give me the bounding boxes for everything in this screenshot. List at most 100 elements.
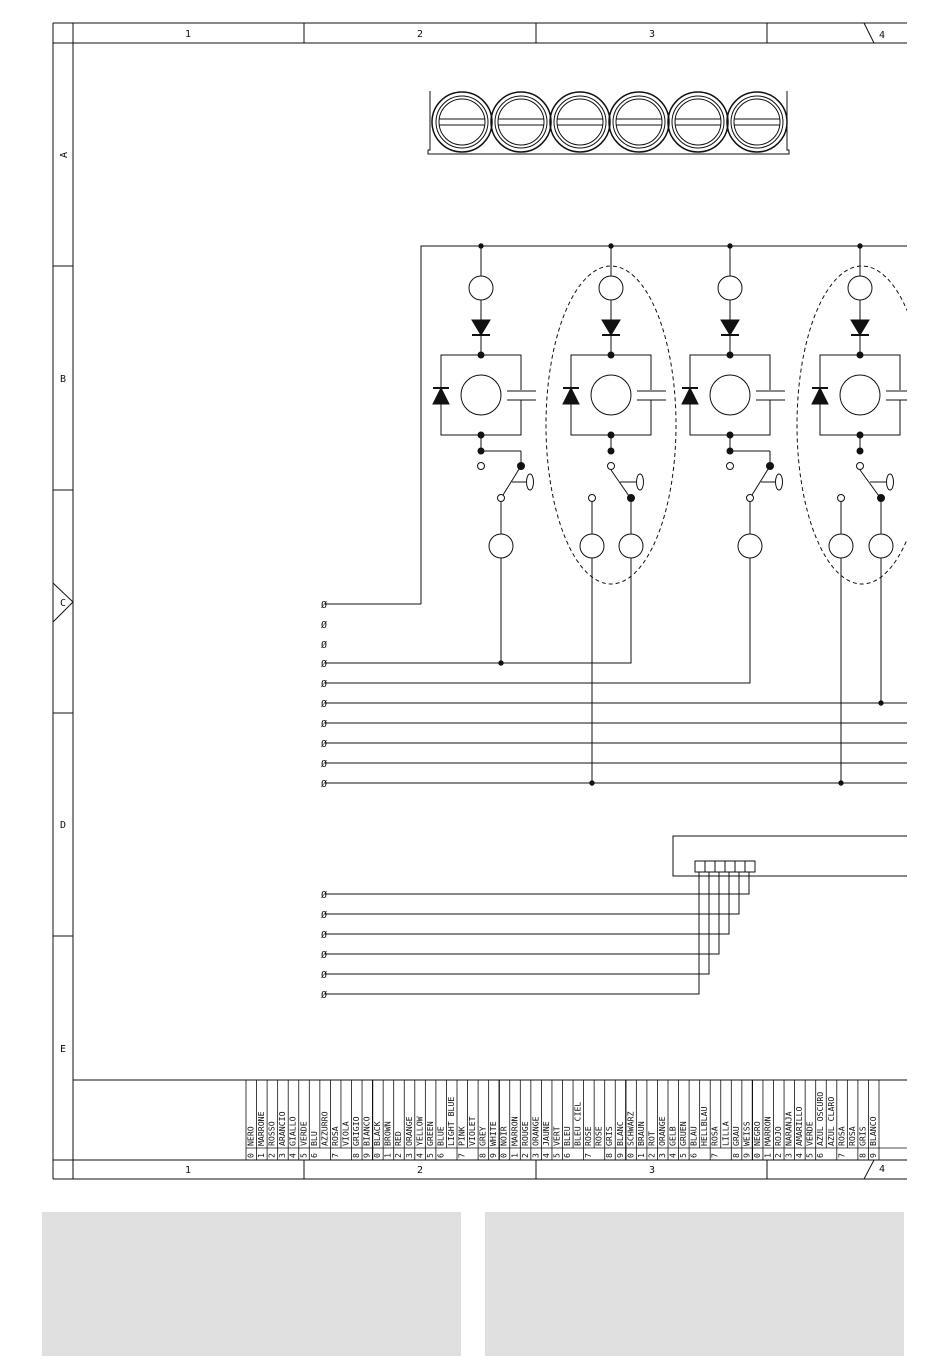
legend-color-label: NERO — [246, 1126, 256, 1146]
column-label: 2 — [417, 29, 423, 40]
legend-color-label: BLANC — [615, 1121, 625, 1146]
legend-digit: 8 — [351, 1153, 361, 1158]
legend-color-label: BLACK — [372, 1121, 382, 1146]
legend-digit: 0 — [625, 1153, 635, 1158]
legend-digit: 6 — [435, 1153, 445, 1158]
legend-color-label: VERDE — [805, 1121, 815, 1146]
terminal-symbol: Ø — [321, 929, 327, 941]
legend-color-label: GIALLO — [288, 1116, 298, 1146]
legend-color-label: SCHWARZ — [625, 1111, 635, 1146]
legend-color-label: BIANCO — [362, 1116, 372, 1146]
legend-color-label: GRUEN — [678, 1121, 688, 1146]
legend-color-label: GELB — [668, 1126, 678, 1146]
legend-digit: 3 — [657, 1153, 667, 1158]
legend-digit: 5 — [298, 1153, 308, 1158]
blank-panel-right — [485, 1212, 904, 1356]
terminal-symbol: Ø — [321, 639, 327, 651]
legend-color-label: YELLOW — [414, 1116, 424, 1146]
legend-color-label: VIOLA — [340, 1121, 350, 1146]
legend-digit: 7 — [330, 1153, 340, 1158]
column-label: 2 — [417, 1165, 423, 1176]
legend-digit: 3 — [530, 1153, 540, 1158]
legend-digit: 0 — [752, 1153, 762, 1158]
legend-color-label: AMARILLO — [794, 1106, 804, 1146]
legend-digit: 9 — [362, 1153, 372, 1158]
column-label: 1 — [185, 29, 191, 40]
legend-digit: 3 — [784, 1153, 794, 1158]
terminal-symbol: Ø — [321, 619, 327, 631]
legend-digit: 3 — [277, 1153, 287, 1158]
legend-digit: 8 — [857, 1153, 867, 1158]
legend-digit: 3 — [404, 1153, 414, 1158]
column-label: 4 — [879, 30, 885, 41]
legend-digit: 6 — [815, 1153, 825, 1158]
legend-color-label: BLU — [309, 1131, 319, 1146]
legend-digit: 9 — [868, 1153, 878, 1158]
legend-color-label: AZUL CLARO — [826, 1097, 836, 1146]
legend-color-label: NEGRO — [752, 1121, 762, 1146]
legend-digit: 9 — [615, 1153, 625, 1158]
legend-digit: 1 — [383, 1153, 393, 1158]
legend-color-label: ROSE — [583, 1126, 593, 1146]
legend-color-label: MARRONE — [256, 1111, 266, 1146]
legend-color-label: GRIS — [857, 1126, 867, 1146]
legend-digit: 2 — [267, 1153, 277, 1158]
legend-digit: 1 — [256, 1153, 266, 1158]
legend-color-label: VERT — [551, 1126, 561, 1146]
legend-color-label: ORANGE — [404, 1116, 414, 1146]
terminal-symbol: Ø — [321, 658, 327, 670]
legend-color-label: NARANJA — [784, 1111, 794, 1146]
legend-digit: 4 — [414, 1153, 424, 1158]
legend-digit: 1 — [636, 1153, 646, 1158]
row-label: A — [59, 152, 70, 158]
terminal-symbol: Ø — [321, 698, 327, 710]
column-label: 1 — [185, 1165, 191, 1176]
legend-digit: 8 — [731, 1153, 741, 1158]
legend-color-label: VIOLET — [467, 1116, 477, 1146]
legend-color-label: ORANGE — [530, 1116, 540, 1146]
legend-color-label: BLUE — [435, 1126, 445, 1146]
legend-digit: 7 — [583, 1153, 593, 1158]
column-label: 4 — [879, 1164, 885, 1175]
legend-color-label: ROT — [646, 1131, 656, 1146]
legend-digit: 6 — [562, 1153, 572, 1158]
legend-digit: 4 — [794, 1153, 804, 1158]
legend-color-label: ROSE — [594, 1126, 604, 1146]
drawing-frame — [52, 22, 907, 1180]
legend-color-label: ROSA — [836, 1126, 846, 1146]
legend-digit: 8 — [604, 1153, 614, 1158]
legend-color-label: PINK — [457, 1126, 467, 1146]
legend-color-label: ROSSO — [267, 1121, 277, 1146]
highlight-ellipse — [545, 265, 677, 585]
row-label: D — [60, 820, 66, 831]
legend-color-label: LILLA — [720, 1121, 730, 1146]
legend-digit: 7 — [457, 1153, 467, 1158]
row-label: B — [60, 374, 66, 385]
legend-color-label: RED — [393, 1131, 403, 1146]
terminal-symbol: Ø — [321, 718, 327, 730]
legend-color-label: BRAUN — [636, 1121, 646, 1146]
terminal-symbol: Ø — [321, 949, 327, 961]
legend-digit: 9 — [741, 1153, 751, 1158]
legend-color-label: BLEU CIEL — [573, 1102, 583, 1146]
legend-digit: 5 — [551, 1153, 561, 1158]
legend-color-label: GRIGIO — [351, 1116, 361, 1146]
legend-color-label: VERDE — [298, 1121, 308, 1146]
row-labels: A B C D E — [59, 152, 70, 1055]
row-label: E — [60, 1044, 66, 1055]
legend-digit: 6 — [309, 1153, 319, 1158]
blank-panel-left — [42, 1212, 461, 1356]
terminal-symbol: Ø — [321, 969, 327, 981]
legend-color-label: LIGHT BLUE — [446, 1097, 456, 1146]
legend-color-label: BLAU — [689, 1126, 699, 1146]
legend-color-label: BLANCO — [868, 1116, 878, 1146]
legend-color-label: GREY — [478, 1126, 488, 1146]
terminal-symbol: Ø — [321, 778, 327, 790]
terminal-symbol: Ø — [321, 909, 327, 921]
column-label: 3 — [649, 1165, 655, 1176]
circuit — [325, 242, 907, 995]
legend-color-label: ORANGE — [657, 1116, 667, 1146]
legend-color-label: GREEN — [425, 1121, 435, 1146]
terminal-symbol: Ø — [321, 889, 327, 901]
